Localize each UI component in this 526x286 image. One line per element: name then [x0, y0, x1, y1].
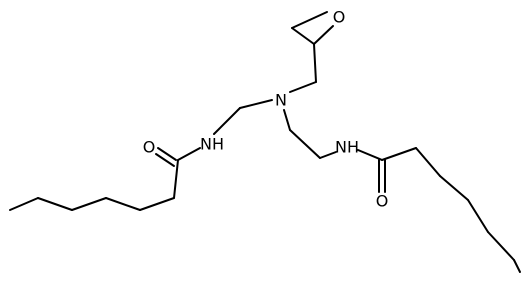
bond-left-amide — [177, 147, 201, 161]
atom-n-center: N — [275, 91, 287, 110]
atom-nh-right: NH — [335, 138, 359, 157]
atom-o-left-carbonyl: O — [143, 138, 156, 157]
bond-n-to-right-link — [283, 109, 291, 131]
bond-epoxide-cc — [291, 27, 315, 45]
bond-right-chain-1 — [381, 147, 417, 161]
bond-right-link-1 — [289, 129, 321, 159]
bond-right-chain-5 — [487, 231, 515, 261]
bond-left-carbonyl-b — [155, 153, 175, 167]
bond-left-chain-4 — [105, 197, 141, 211]
bond-n-to-glycidyl — [289, 81, 317, 93]
bond-right-chain-2 — [415, 147, 441, 177]
bond-right-amide — [357, 149, 383, 161]
bond-glycidyl-ch2 — [313, 43, 317, 83]
atom-o-right-carbonyl: O — [376, 192, 389, 211]
bond-right-chain-4 — [467, 199, 489, 233]
bond-epoxide-co-2 — [313, 25, 334, 45]
atom-nh-left: NH — [200, 135, 224, 154]
bond-right-link-2 — [319, 151, 337, 159]
atom-labels: N NH NH O O O — [143, 8, 389, 211]
bond-left-carbonyl-a — [157, 147, 177, 161]
bond-left-chain-1 — [9, 197, 39, 211]
bond-left-chain-2 — [37, 197, 73, 211]
bond-epoxide-co-1 — [291, 11, 328, 29]
bond-right-chain-3 — [439, 175, 469, 201]
bond-lines — [9, 11, 521, 273]
atom-o-epoxide: O — [333, 8, 346, 27]
bond-left-link-1 — [213, 107, 241, 135]
bond-right-chain-6 — [513, 259, 521, 273]
bond-left-chain-6 — [173, 159, 179, 199]
bond-left-link-2 — [239, 99, 273, 109]
bond-left-chain-3 — [71, 197, 107, 211]
bond-left-chain-5 — [139, 197, 175, 211]
